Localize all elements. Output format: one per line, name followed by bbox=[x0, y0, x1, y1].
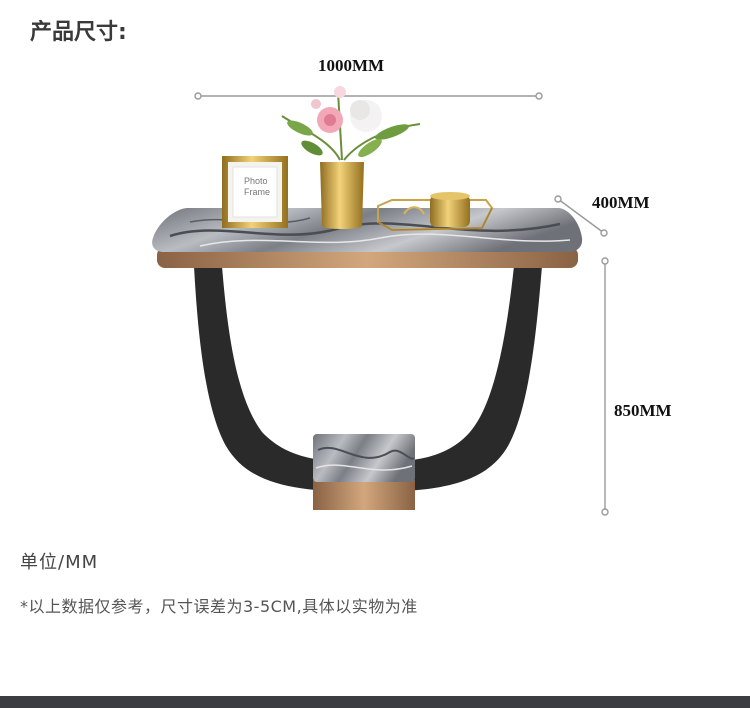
photo-frame-text-1: Photo bbox=[244, 176, 268, 186]
disclaimer-note: *以上数据仅参考，尺寸误差为3-5CM,具体以实物为准 bbox=[20, 597, 418, 616]
width-dimension-line bbox=[194, 92, 543, 100]
flower-vase-icon bbox=[281, 86, 421, 229]
photo-frame-icon: Photo Frame bbox=[222, 156, 288, 228]
page-title: 产品尺寸: bbox=[30, 20, 127, 45]
width-dimension-label: 1000MM bbox=[318, 56, 385, 75]
depth-dimension-label: 400MM bbox=[592, 193, 650, 212]
photo-frame-text-2: Frame bbox=[244, 187, 270, 197]
footer-block bbox=[313, 434, 415, 510]
height-dimension-line bbox=[601, 257, 609, 516]
height-dimension-label: 850MM bbox=[614, 401, 672, 420]
gold-tray-icon bbox=[377, 192, 494, 232]
depth-dimension-line bbox=[554, 195, 608, 237]
table-top bbox=[152, 208, 583, 268]
bottom-bar bbox=[0, 696, 750, 708]
unit-label: 单位/MM bbox=[20, 552, 99, 573]
